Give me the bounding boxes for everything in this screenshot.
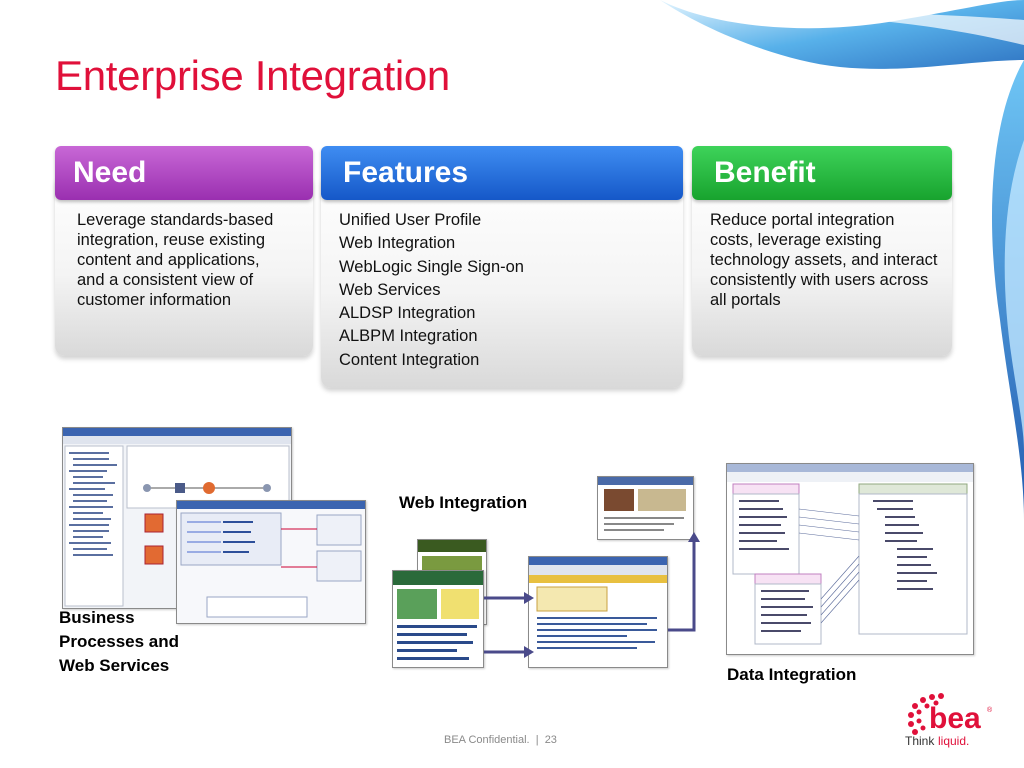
- service-control-screenshot: [176, 500, 366, 624]
- service-control-image: [177, 501, 365, 618]
- need-text: Leverage standards-based integration, re…: [77, 211, 274, 309]
- list-item: Content Integration: [339, 350, 480, 369]
- need-column: Need Leverage standards-based integratio…: [55, 146, 313, 356]
- list-item: ALBPM Integration: [339, 327, 478, 346]
- portal-screenshot: [528, 556, 668, 668]
- features-header: Features: [321, 146, 683, 200]
- features-body: [321, 174, 683, 388]
- list-item: Unified User Profile: [339, 211, 482, 229]
- benefit-body: [692, 174, 952, 356]
- web-page-screenshot-1: [597, 476, 694, 540]
- data-mapping-image: [727, 464, 973, 645]
- need-header: Need: [55, 146, 313, 200]
- business-processes-caption: Business Processes and Web Services: [59, 608, 180, 675]
- svg-text:bea: bea: [929, 702, 981, 735]
- svg-text:Think: Think: [905, 734, 935, 748]
- benefit-column: Benefit Reduce portal integration costs,…: [692, 146, 952, 356]
- bea-logo: bea ® Think liquid.: [905, 690, 1005, 750]
- portal-image: [529, 557, 667, 649]
- web-integration-arrows: [484, 532, 700, 658]
- benefit-header: Benefit: [692, 146, 952, 200]
- web-integration-caption: Web Integration: [399, 493, 528, 512]
- slide-title: Enterprise Integration: [55, 52, 450, 99]
- list-item: ALDSP Integration: [339, 304, 476, 323]
- benefit-text: Reduce portal integration costs, leverag…: [710, 211, 938, 309]
- features-list: Unified User Profile Web Integration Web…: [339, 209, 659, 372]
- data-mapping-screenshot: [726, 463, 974, 655]
- web-page-screenshot-3: [392, 570, 484, 668]
- web-page-image-1: [598, 477, 693, 531]
- need-body: [55, 174, 313, 356]
- features-column: Features Unified User Profile Web Integr…: [321, 146, 683, 388]
- footer-confidential: BEA Confidential. | 23: [444, 734, 557, 746]
- bea-logo-mark: bea ® Think liquid.: [905, 693, 993, 748]
- list-item: Web Services: [339, 280, 441, 299]
- svg-text:liquid.: liquid.: [938, 734, 969, 748]
- data-integration-caption: Data Integration: [727, 665, 857, 684]
- web-page-image-3: [393, 571, 483, 660]
- process-editor-image: [63, 428, 291, 607]
- list-item: Web Integration: [339, 234, 456, 253]
- list-item: WebLogic Single Sign-on: [339, 257, 524, 276]
- svg-text:®: ®: [987, 706, 993, 714]
